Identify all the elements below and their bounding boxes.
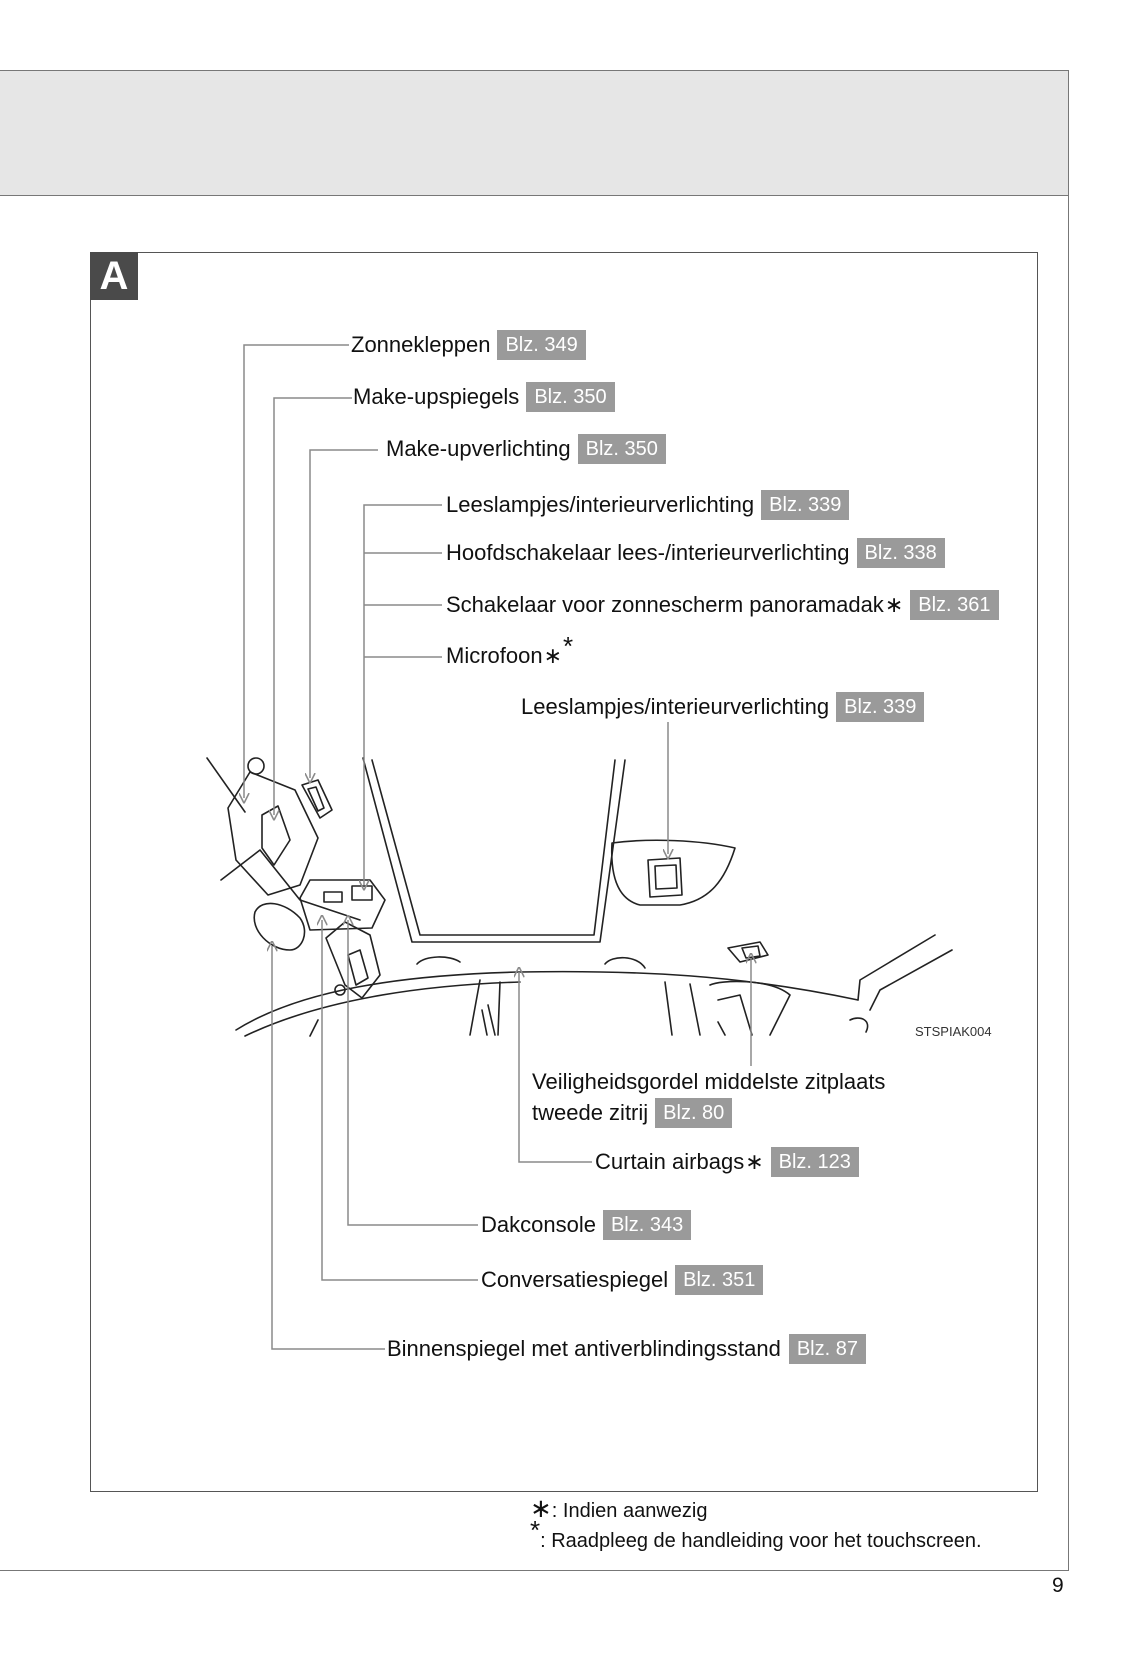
callout-curtain-airbags: Curtain airbags ∗ Blz. 123 [595, 1147, 859, 1177]
page-rule-bottom [0, 1570, 1069, 1571]
callout-label: Make-upspiegels [353, 384, 520, 409]
illustration-frame [90, 252, 1038, 1492]
callout-label: Conversatiespiegel [481, 1267, 669, 1292]
callout-leeslampjes-rear: Leeslampjes/interieurverlichting Blz. 33… [521, 692, 925, 722]
callout-label: Leeslampjes/interieurverlichting [446, 492, 755, 517]
callout-label: Hoofdschakelaar lees-/interieurverlichti… [446, 540, 850, 565]
callout-microfoon: Microfoon ∗ * [446, 632, 573, 670]
callout-dakconsole: Dakconsole Blz. 343 [481, 1210, 692, 1240]
callout-make-upspiegels: Make-upspiegels Blz. 350 [353, 382, 615, 412]
callout-label: Leeslampjes/interieurverlichting [521, 694, 830, 719]
callout-hoofdschakelaar: Hoofdschakelaar lees-/interieurverlichti… [446, 538, 945, 568]
callout-label: Make-upverlichting [386, 436, 571, 461]
callout-label: Zonnekleppen [351, 332, 491, 357]
footnote-text: : Indien aanwezig [551, 1500, 708, 1522]
footnote-mark: * [530, 1515, 541, 1545]
callout-label: Microfoon [446, 643, 543, 668]
footnote-text: : Raadpleeg de handleiding voor het touc… [540, 1530, 982, 1552]
page-reference-badge[interactable]: Blz. 343 [602, 1210, 692, 1240]
page-reference-badge[interactable]: Blz. 339 [761, 490, 850, 520]
header-band [0, 70, 1069, 196]
callout-label: Binnenspiegel met antiverblindingsstand [387, 1336, 781, 1361]
callout-conversatiespiegel: Conversatiespiegel Blz. 351 [481, 1265, 764, 1295]
page-reference-badge[interactable]: Blz. 361 [910, 590, 999, 620]
callout-veiligheidsgordel: Veiligheidsgordel middelste zitplaats tw… [532, 1066, 885, 1128]
footnote-mark: ∗ [530, 1493, 552, 1523]
callout-label: Curtain airbags [595, 1149, 745, 1174]
car-interior-drawing [206, 757, 953, 1037]
callout-zonnekleppen: Zonnekleppen Blz. 349 [351, 330, 586, 360]
page-reference-badge[interactable]: Blz. 87 [788, 1334, 866, 1364]
callout-binnenspiegel: Binnenspiegel met antiverblindingsstand … [387, 1334, 866, 1364]
callout-label: Schakelaar voor zonnescherm panoramadak [446, 592, 884, 617]
page-reference-badge[interactable]: Blz. 349 [497, 330, 586, 360]
page-reference-badge[interactable]: Blz. 350 [577, 434, 666, 464]
touchscreen-marker: * [563, 631, 574, 661]
page-reference-badge[interactable]: Blz. 80 [655, 1097, 733, 1128]
page-reference-badge[interactable]: Blz. 339 [836, 692, 925, 722]
optional-marker: ∗ [884, 592, 904, 617]
section-tab: A [90, 252, 138, 300]
optional-marker: ∗ [745, 1149, 764, 1174]
footnote-touchscreen: *: Raadpleeg de handleiding voor het tou… [530, 1516, 982, 1555]
page-reference-badge[interactable]: Blz. 123 [770, 1147, 859, 1177]
footnote-optional: ∗: Indien aanwezig [530, 1494, 707, 1525]
illustration-code: STSPIAK004 [915, 1024, 992, 1039]
leader-lines [244, 344, 751, 1350]
page-reference-badge[interactable]: Blz. 351 [675, 1265, 764, 1295]
callout-label: Dakconsole [481, 1212, 596, 1237]
callout-label-line2: tweede zitrij [532, 1100, 649, 1125]
page-reference-badge[interactable]: Blz. 350 [526, 382, 615, 412]
callout-leeslampjes-front: Leeslampjes/interieurverlichting Blz. 33… [446, 490, 850, 520]
callout-make-upverlichting: Make-upverlichting Blz. 350 [386, 434, 666, 464]
optional-marker: ∗ [543, 643, 563, 668]
callout-schakelaar-panoramadak: Schakelaar voor zonnescherm panoramadak … [446, 590, 999, 620]
page-rule-right [1068, 196, 1069, 1570]
callout-label-line1: Veiligheidsgordel middelste zitplaats [532, 1069, 886, 1094]
page-number: 9 [1052, 1574, 1064, 1597]
page-reference-badge[interactable]: Blz. 338 [856, 538, 945, 568]
